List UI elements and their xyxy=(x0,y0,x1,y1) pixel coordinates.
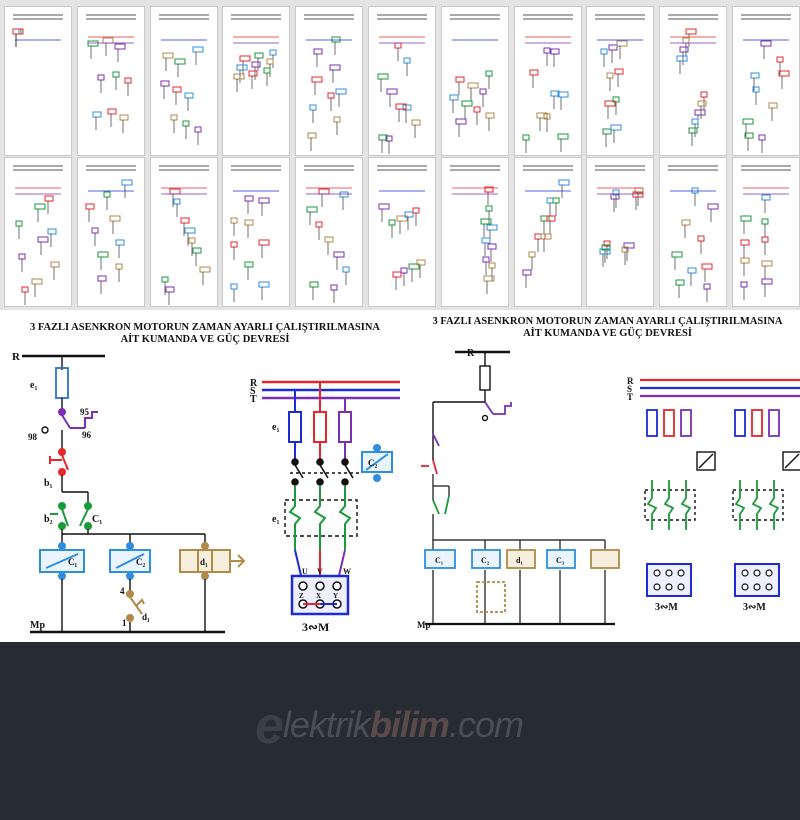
label-power-e1: e₁ xyxy=(272,422,279,433)
thumbnail-sketch xyxy=(158,165,211,305)
page-thumbnail[interactable] xyxy=(732,157,800,307)
label-98: 98 xyxy=(28,432,38,442)
logo-text-1: lektrik xyxy=(282,704,371,745)
thumbnail-sketch xyxy=(304,165,355,303)
label-X: X xyxy=(316,592,321,600)
right-circuit-diagram: R Mp C₁ C₂ d₁ C₃ R S T 3∾M 3∾M xyxy=(417,348,800,630)
logo-e: e xyxy=(255,697,284,755)
thumbnail-sketch xyxy=(158,14,209,145)
page-thumbnail[interactable] xyxy=(295,157,364,307)
page-thumbnail[interactable] xyxy=(4,157,72,307)
right-diagram-title-line2: AİT KUMANDA VE GÜÇ DEVRESİ xyxy=(523,328,692,339)
thumbnail-sketch xyxy=(449,165,500,294)
right-label-C2: C₂ xyxy=(481,556,490,565)
label-Z: Z xyxy=(299,592,304,600)
page-thumbnail[interactable] xyxy=(295,6,364,156)
thumbnail-sketch xyxy=(668,165,719,302)
page-thumbnail[interactable] xyxy=(222,157,291,307)
label-Y: Y xyxy=(333,592,338,600)
label-d1-coil: d₁ xyxy=(200,557,208,567)
label-W: W xyxy=(343,567,351,576)
label-V: V xyxy=(317,567,323,576)
right-label-C1: C₁ xyxy=(435,556,444,565)
logo-text-3: .com xyxy=(448,704,524,745)
left-circuit-diagram: R e₁ 95 96 98 b₁ b₂ C₁ C₁ C₂ d₁ 4 1 d₁ M… xyxy=(12,351,400,634)
page-thumbnail[interactable] xyxy=(368,6,436,156)
page-thumbnail[interactable] xyxy=(732,6,800,156)
right-label-motor2: 3∾M xyxy=(743,602,766,613)
logo-text-2: bilim xyxy=(369,704,450,745)
label-e1: e₁ xyxy=(30,380,37,391)
label-motor: 3∾M xyxy=(302,620,329,634)
label-C1-coil: C₁ xyxy=(68,557,77,567)
thumbnail-sketch xyxy=(668,14,719,146)
label-95: 95 xyxy=(80,407,90,417)
label-U: U xyxy=(302,567,308,576)
right-label-power-T: T xyxy=(627,392,633,402)
label-power-T: T xyxy=(250,394,257,405)
thumbnail-sketch xyxy=(595,165,646,267)
thumbnail-sketch xyxy=(522,165,573,288)
label-b1: b₁ xyxy=(44,478,53,489)
right-label-d1: d₁ xyxy=(516,556,523,565)
label-power-R: R xyxy=(250,378,258,389)
page-thumbnail[interactable] xyxy=(586,157,655,307)
right-label-motor1: 3∾M xyxy=(655,602,678,613)
thumbnail-sketch xyxy=(377,14,427,154)
page-thumbnail[interactable] xyxy=(222,6,291,156)
page-thumbnail[interactable] xyxy=(368,157,436,307)
page-thumbnail[interactable] xyxy=(586,6,655,156)
right-label-Mp: Mp xyxy=(417,620,431,630)
thumbnail-sketch xyxy=(522,14,573,153)
page-thumbnail[interactable] xyxy=(149,157,218,307)
page-thumbnail[interactable] xyxy=(76,157,145,307)
left-diagram-title-line2: AİT KUMANDA VE GÜÇ DEVRESİ xyxy=(120,334,290,345)
label-C2-coil: C₂ xyxy=(136,557,145,567)
label-C1-contact: C₁ xyxy=(92,514,102,525)
label-4: 4 xyxy=(120,586,125,596)
thumbnail-sketch xyxy=(595,14,646,147)
thumbnail-sketch xyxy=(741,14,791,153)
right-label-power-S: S xyxy=(627,384,632,394)
thumbnail-sketch xyxy=(231,14,282,92)
label-96: 96 xyxy=(82,430,92,440)
thumbnail-sketch xyxy=(12,14,63,47)
right-label-C3: C₃ xyxy=(556,556,565,565)
page-thumbnail[interactable] xyxy=(149,6,218,156)
label-1: 1 xyxy=(122,618,127,628)
thumbnail-sketch xyxy=(85,165,136,294)
label-power-S: S xyxy=(250,386,256,397)
thumbnail-sketch xyxy=(377,165,427,290)
right-label-power-R: R xyxy=(627,376,634,386)
page-thumbnail[interactable] xyxy=(76,6,145,156)
site-logo[interactable]: elektrikbilim.com xyxy=(255,690,555,755)
thumbnail-sketch xyxy=(304,14,355,151)
thumbnail-sketch xyxy=(230,165,282,302)
page-thumbnail[interactable] xyxy=(659,157,728,307)
thumbnail-sketch xyxy=(85,14,136,133)
page-thumbnail[interactable] xyxy=(440,6,509,156)
page-thumbnail[interactable] xyxy=(440,157,509,307)
left-diagram-title-line1: 3 FAZLI ASENKRON MOTORUN ZAMAN AYARLI ÇA… xyxy=(29,322,381,333)
thumbnail-gallery xyxy=(0,0,800,310)
label-power-e1-thermal: e₁ xyxy=(272,514,279,525)
thumbnail-sketch xyxy=(13,165,63,305)
right-label-R: R xyxy=(467,348,475,359)
diagram-preview-area: 3 FAZLI ASENKRON MOTORUN ZAMAN AYARLI ÇA… xyxy=(0,310,800,642)
label-power-C2: C₂ xyxy=(368,458,377,468)
label-R: R xyxy=(12,351,21,363)
footer-bar xyxy=(0,642,800,820)
page-thumbnail[interactable] xyxy=(659,6,728,156)
label-d1-contact: d₁ xyxy=(142,612,150,622)
page-thumbnail[interactable] xyxy=(513,157,582,307)
right-diagram-title-line1: 3 FAZLI ASENKRON MOTORUN ZAMAN AYARLI ÇA… xyxy=(432,316,783,327)
label-Mp: Mp xyxy=(30,620,45,631)
thumbnail-sketch xyxy=(449,14,500,137)
page-thumbnail[interactable] xyxy=(513,6,582,156)
label-b2: b₂ xyxy=(44,514,53,525)
thumbnail-sketch xyxy=(740,165,791,300)
page-thumbnail[interactable] xyxy=(4,6,72,156)
